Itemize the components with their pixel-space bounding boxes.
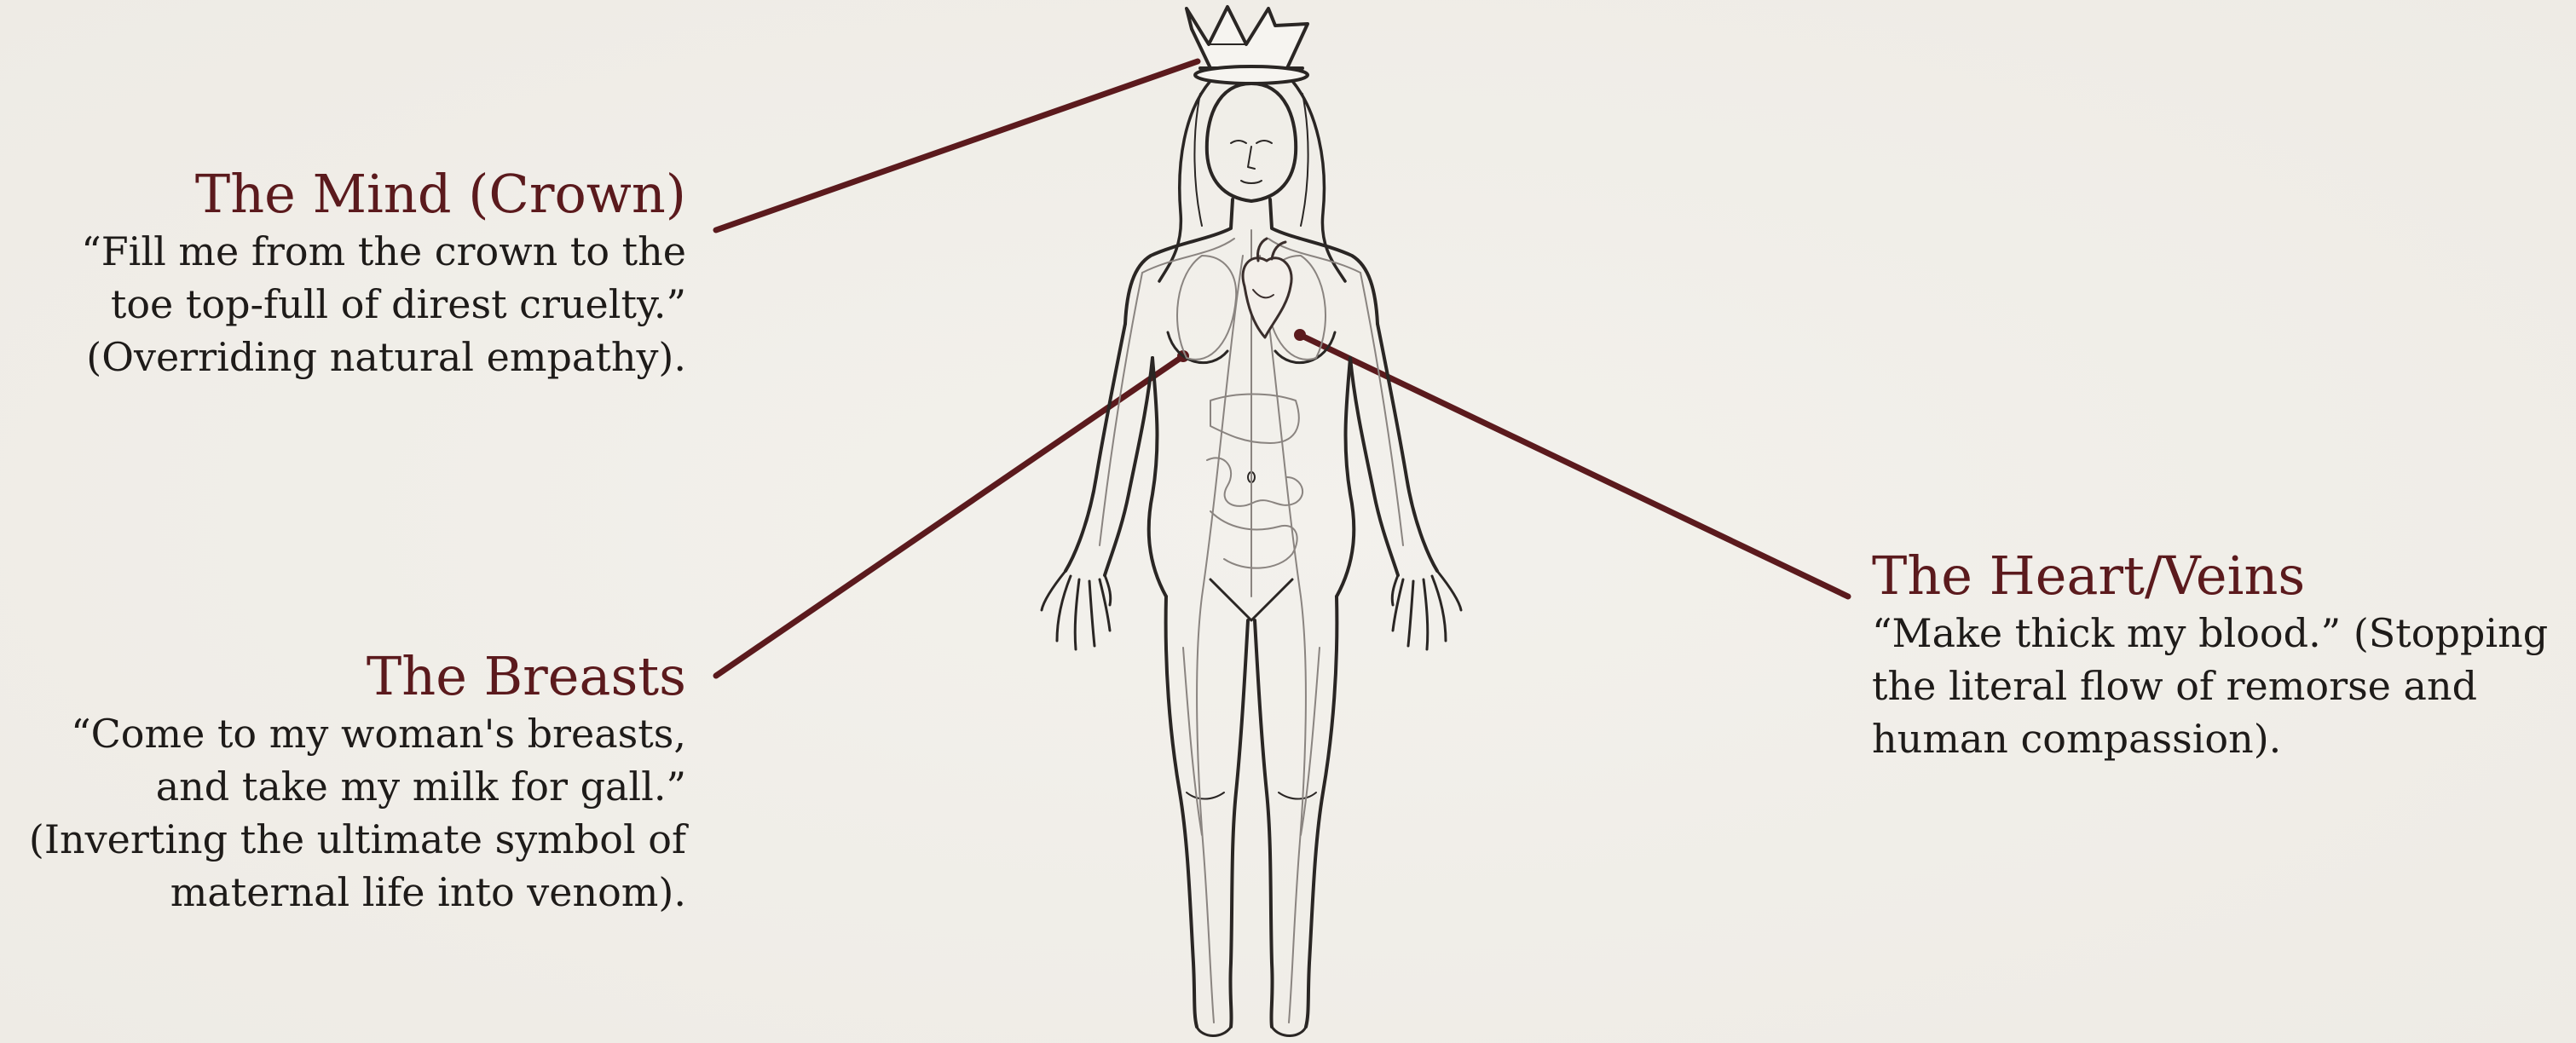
crown-icon [1187, 7, 1308, 84]
heart-icon [1243, 239, 1291, 337]
callout-mind-line-2: toe top-full of direst cruelty.” [81, 278, 686, 331]
legs-outline [1166, 596, 1337, 1036]
callout-breasts-line-4: maternal life into venom). [29, 866, 686, 919]
callout-breasts-line-3: (Inverting the ultimate symbol of [29, 813, 686, 866]
callout-mind-line-3: (Overriding natural empathy). [81, 331, 686, 383]
callout-heart-line-2: the literal flow of remorse and [1872, 660, 2548, 712]
callout-mind: The Mind (Crown) “Fill me from the crown… [81, 164, 686, 383]
head-outline [1207, 84, 1296, 201]
callout-heart-line-1: “Make thick my blood.” (Stopping [1872, 607, 2548, 660]
callout-breasts-line-2: and take my milk for gall.” [29, 760, 686, 813]
callout-heart-heading: The Heart/Veins [1872, 545, 2548, 607]
callout-heart-line-3: human compassion). [1872, 712, 2548, 765]
callout-breasts-heading: The Breasts [29, 646, 686, 707]
internal-organs [1100, 230, 1403, 1023]
callout-breasts-line-1: “Come to my woman's breasts, [29, 707, 686, 760]
callout-mind-line-1: “Fill me from the crown to the [81, 225, 686, 278]
callout-mind-heading: The Mind (Crown) [81, 164, 686, 225]
callout-breasts: The Breasts “Come to my woman's breasts,… [29, 646, 686, 919]
callout-heart: The Heart/Veins “Make thick my blood.” (… [1872, 545, 2548, 765]
